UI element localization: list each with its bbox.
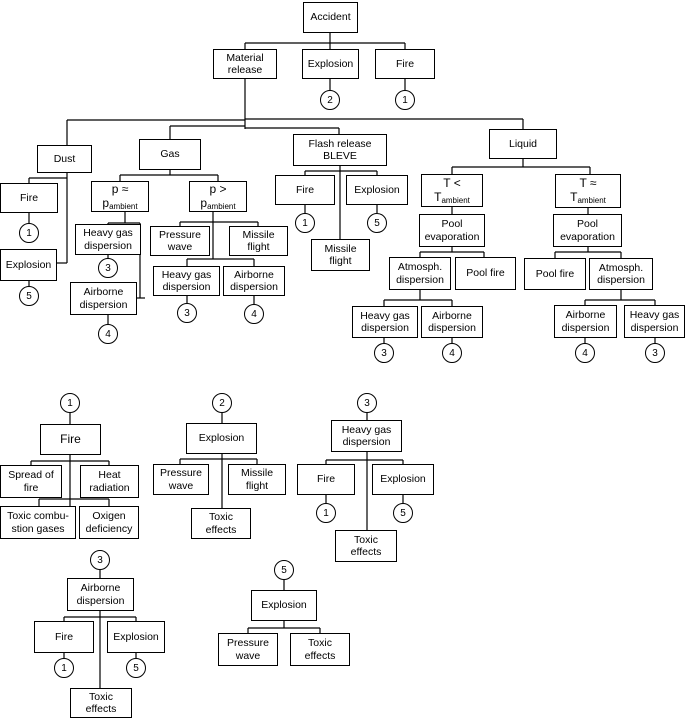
ref-circle-s4-fire: 1 bbox=[54, 658, 74, 678]
subtree-4-fire-node: Fire bbox=[34, 621, 94, 653]
ref-circle-heavy-gas-a: 3 bbox=[98, 258, 118, 278]
ref-circle-heavy-gas-b: 3 bbox=[177, 303, 197, 323]
subtree-2-header-circle: 2 bbox=[212, 393, 232, 413]
subtree-5-explosion-node: Explosion bbox=[251, 590, 317, 621]
subtree-4-header-circle: 3 bbox=[90, 550, 110, 570]
subtree-3-fire-node: Fire bbox=[297, 464, 355, 495]
p-ambient-approx-node: p ≈ pambient bbox=[91, 181, 149, 212]
subtree-5-header-circle: 5 bbox=[274, 560, 294, 580]
subtree-3-explosion-node: Explosion bbox=[372, 464, 434, 495]
ref-circle-heavy-gas-l: 3 bbox=[374, 343, 394, 363]
ref-circle-dust-fire: 1 bbox=[19, 223, 39, 243]
flash-explosion-node: Explosion bbox=[346, 175, 408, 205]
subtree-1-header-circle: 1 bbox=[60, 393, 80, 413]
gas-node: Gas bbox=[139, 139, 201, 170]
toxic-combustion-gases-node: Toxic combu-stion gases bbox=[0, 506, 76, 539]
accident-node: Accident bbox=[303, 2, 358, 33]
ref-circle-fire-top: 1 bbox=[395, 90, 415, 110]
subtree-1-fire-node: Fire bbox=[40, 424, 101, 455]
atmospheric-dispersion-node: Atmosph.dispersion bbox=[589, 258, 653, 290]
p-ambient-greater-node: p > pambient bbox=[189, 181, 247, 212]
t-ambient-approx-node: T ≈ Tambient bbox=[555, 174, 621, 208]
dust-explosion-node: Explosion bbox=[0, 249, 57, 281]
ref-circle-s3-fire: 1 bbox=[316, 503, 336, 523]
pool-fire-node: Pool fire bbox=[455, 257, 516, 290]
ref-circle-flash-explosion: 5 bbox=[367, 213, 387, 233]
explosion-node-top: Explosion bbox=[302, 49, 359, 79]
ref-circle-airborne-a: 4 bbox=[98, 324, 118, 344]
ref-circle-airborne-l: 4 bbox=[442, 343, 462, 363]
ref-circle-heavy-gas-r: 3 bbox=[645, 343, 665, 363]
subtree-4-explosion-node: Explosion bbox=[107, 621, 165, 653]
ref-circle-s4-explosion: 5 bbox=[126, 658, 146, 678]
dust-node: Dust bbox=[37, 145, 92, 173]
t-ambient-less-node: T < Tambient bbox=[421, 174, 483, 207]
ref-circle-airborne-r: 4 bbox=[575, 343, 595, 363]
atmospheric-dispersion-node: Atmosph.dispersion bbox=[389, 257, 451, 290]
ref-circle-airborne-b: 4 bbox=[244, 304, 264, 324]
subtree-3-header-circle: 3 bbox=[357, 393, 377, 413]
pool-fire-node: Pool fire bbox=[524, 258, 586, 290]
ref-circle-s3-explosion: 5 bbox=[393, 503, 413, 523]
ref-circle-flash-fire: 1 bbox=[295, 213, 315, 233]
ref-circle-explosion-top: 2 bbox=[320, 90, 340, 110]
liquid-node: Liquid bbox=[489, 129, 557, 159]
fire-node-top: Fire bbox=[375, 49, 435, 79]
dust-fire-node: Fire bbox=[0, 183, 58, 213]
subtree-2-explosion-node: Explosion bbox=[186, 423, 257, 454]
flash-fire-node: Fire bbox=[275, 175, 335, 205]
ref-circle-dust-explosion: 5 bbox=[19, 286, 39, 306]
